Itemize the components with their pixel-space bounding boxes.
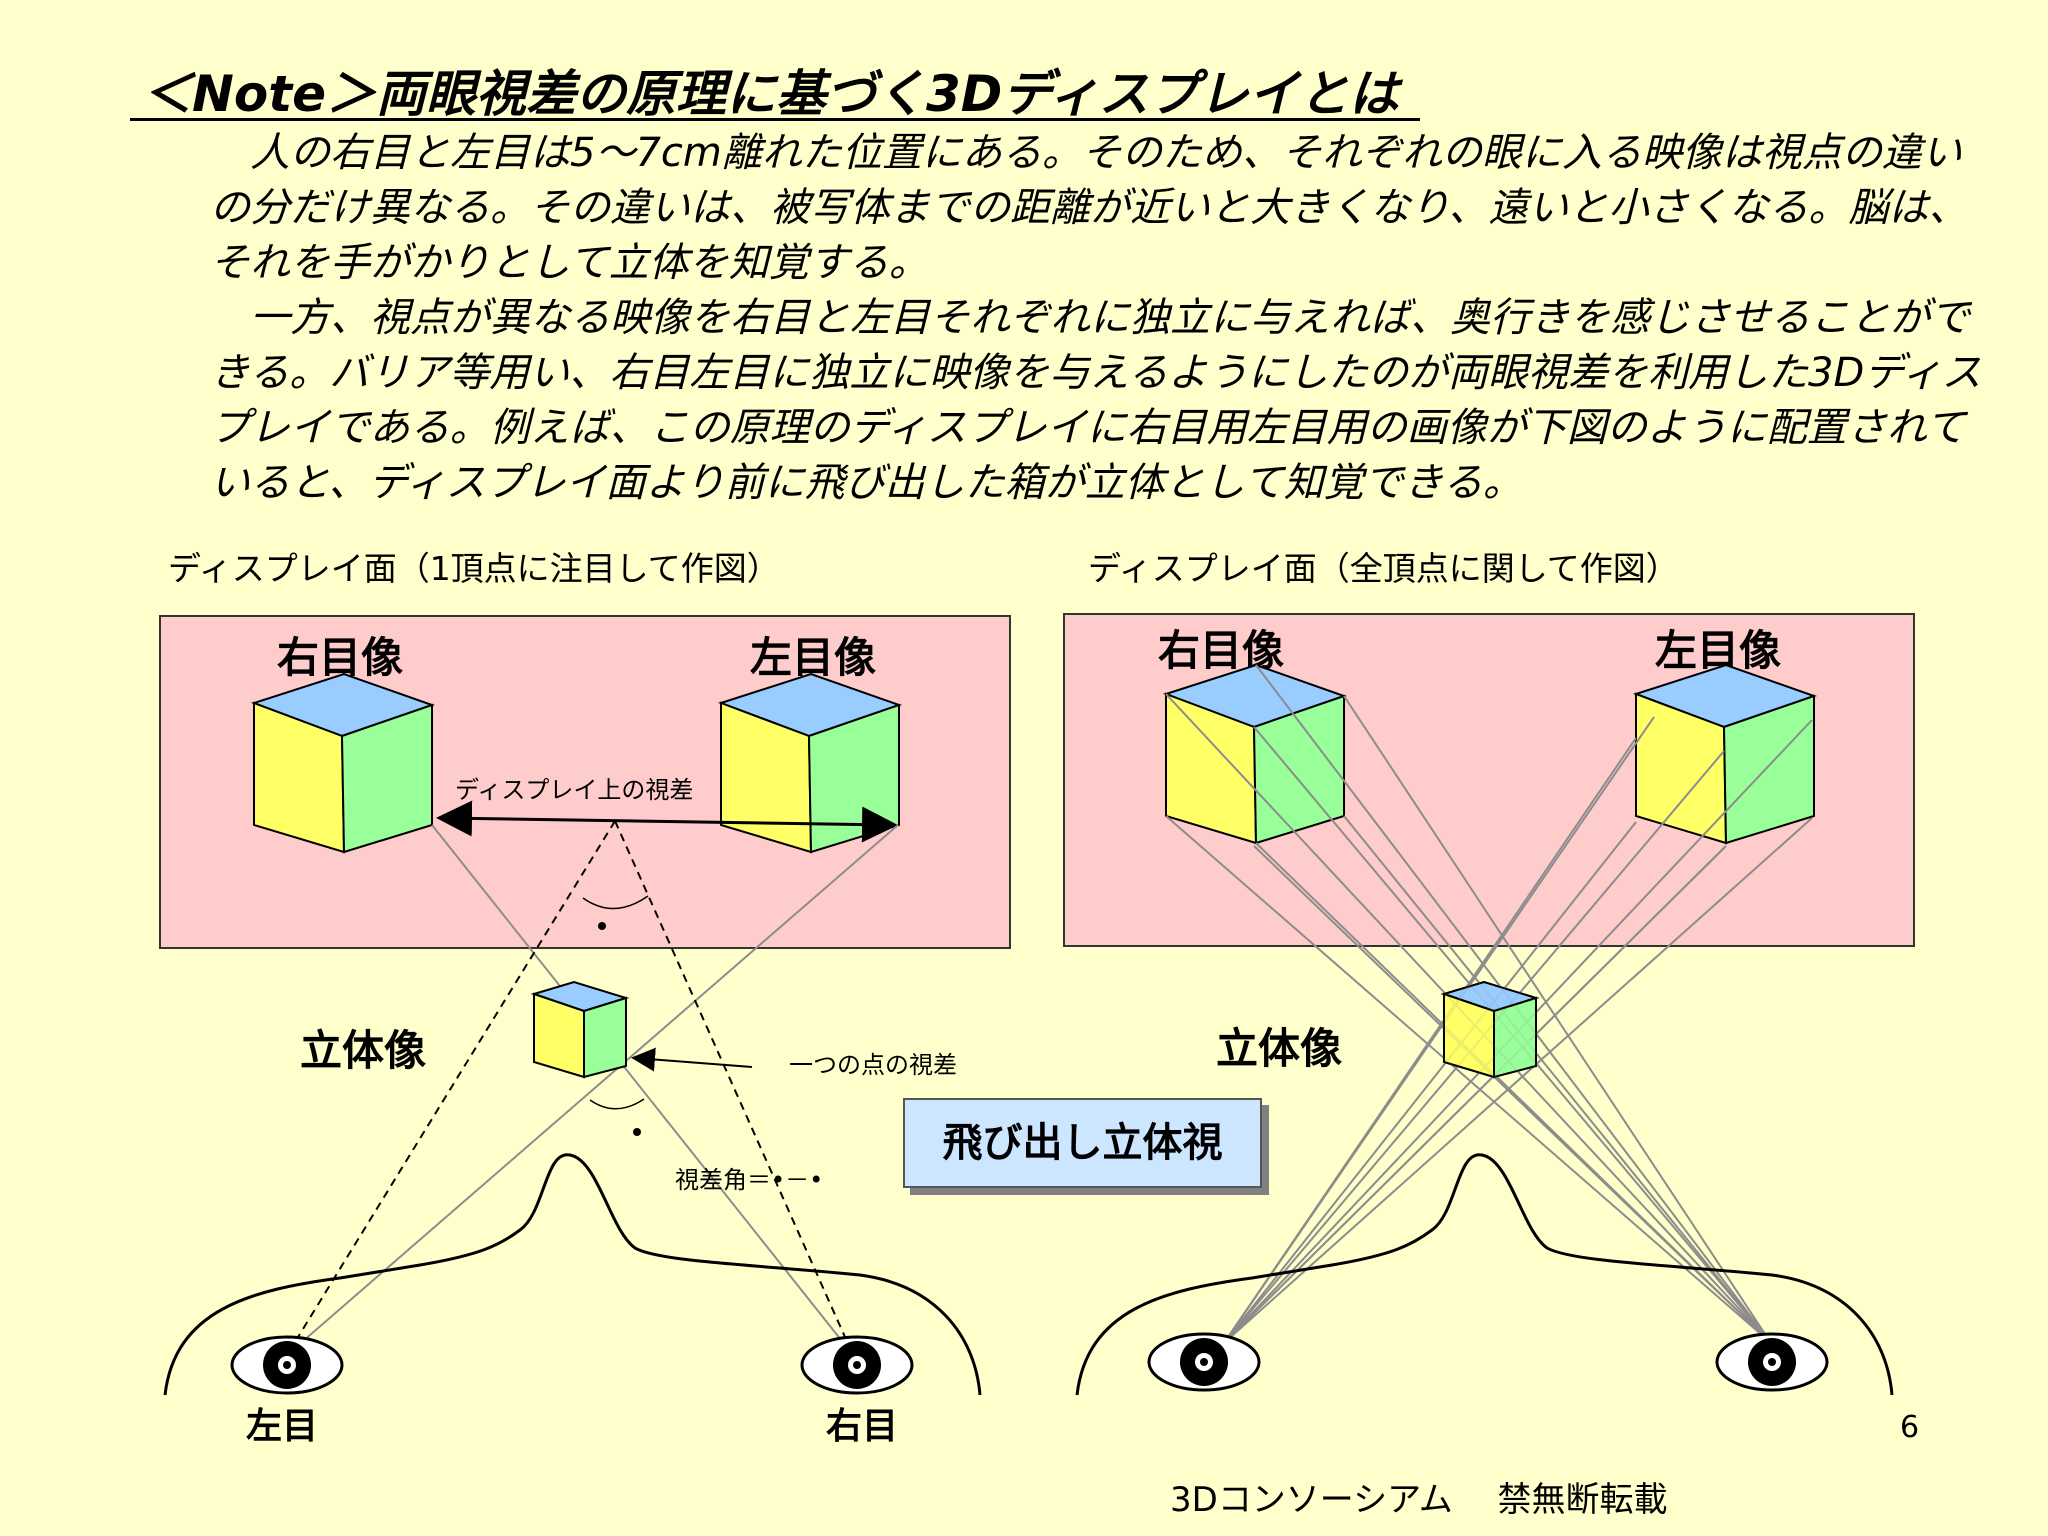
paragraph-1: 人の右目と左目は5～7cm離れた位置にある。そのため、それぞれの眼に入る映像は視… [210,130,1969,286]
footer-copyright: 3Dコンソーシアム 禁無断転載 [1170,1480,1668,1520]
angle-dot [598,922,606,930]
display-parallax-label: ディスプレイ上の視差 [455,776,693,804]
left-stereo-label: 立体像 [300,1026,426,1075]
right-right-image-cube [1165,664,1345,844]
display-parallax-arrow [436,800,898,843]
parallax-angle-label: 視差角＝•－• [675,1166,823,1194]
right-eye-icon [800,1335,914,1395]
left-eye-label: 左目 [246,1406,318,1447]
point-parallax-label: 一つの点の視差 [789,1051,957,1079]
right-face-outline [1075,1153,1894,1396]
slide-title: ＜Note＞両眼視差の原理に基づく3Dディスプレイとは [142,65,1399,123]
left-right-image-cube [253,673,433,853]
right-diagram-right-eye-icon [1715,1332,1829,1392]
title-underline [130,118,1420,121]
angle-dot [633,1128,641,1136]
dashed-line [286,820,616,1356]
right-stereo-label: 立体像 [1216,1024,1342,1073]
body-text: 人の右目と左目は5～7cm離れた位置にある。そのため、それぞれの眼に入る映像は視… [210,126,2000,511]
display-angle-arc [582,895,649,910]
sight-line [431,824,854,1356]
sight-line [286,824,899,1356]
left-stereo-cube [533,981,627,1078]
left-eye-icon [230,1335,344,1395]
popout-stereo-callout: 飛び出し立体視 [903,1098,1262,1188]
right-eye-label: 右目 [826,1406,898,1447]
left-face-outline [163,1153,982,1396]
page-number: 6 [1900,1410,1920,1445]
right-diagram-caption: ディスプレイ面（全頂点に関して作図） [1088,549,1679,588]
left-diagram-caption: ディスプレイ面（1頂点に注目して作図） [168,549,780,588]
right-left-image-cube [1635,664,1815,844]
stereo-angle-arc [589,1098,645,1110]
right-stereo-cube-overlay [1443,981,1537,1078]
left-right-image-label: 右目像 [277,633,403,682]
right-diagram-left-eye-icon [1147,1332,1261,1392]
point-parallax-arrow [631,1047,753,1072]
paragraph-2: 一方、視点が異なる映像を右目と左目それぞれに独立に与えれば、奥行きを感じさせるこ… [210,295,1982,506]
